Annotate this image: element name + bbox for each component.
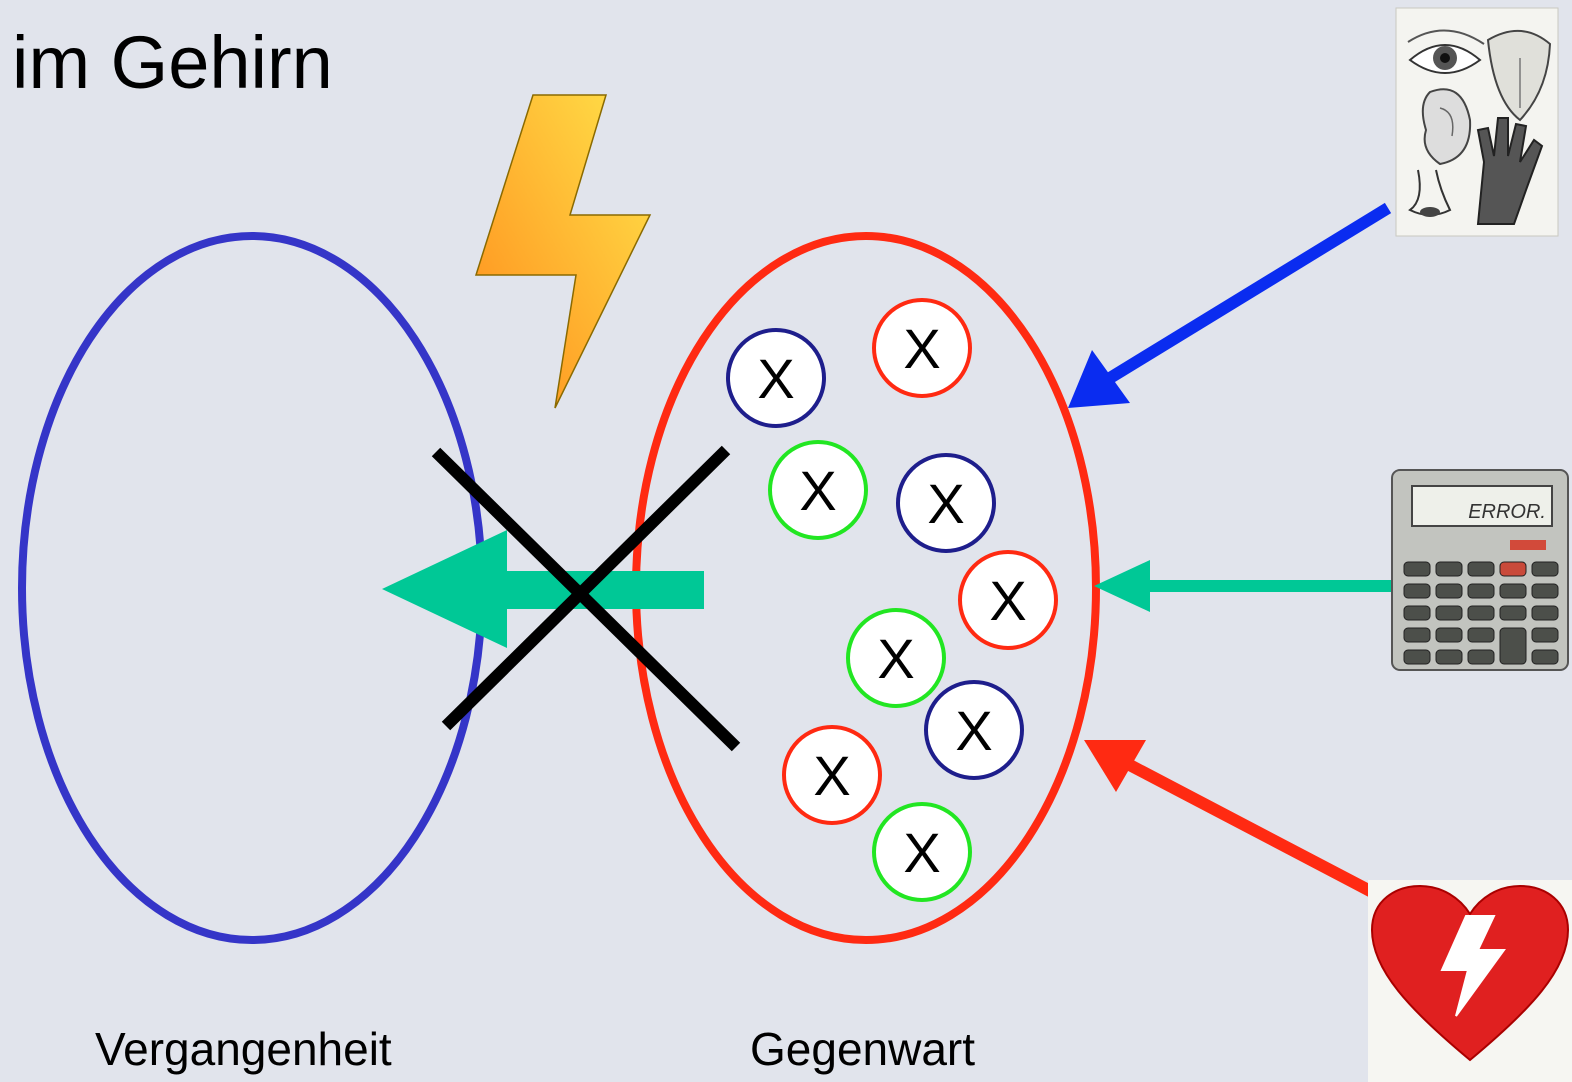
senses-drawing-icon — [1395, 7, 1559, 237]
lightning-bolt-icon — [474, 94, 652, 409]
marker-label: X — [813, 744, 850, 807]
blocked-cross-icon — [431, 445, 741, 752]
marker-circle: X — [896, 453, 996, 553]
senses-arrow — [1068, 202, 1392, 408]
calculator-arrow — [1094, 560, 1400, 612]
marker-circle: X — [846, 608, 946, 708]
marker-circle: X — [726, 328, 826, 428]
marker-circle: X — [958, 550, 1058, 650]
marker-circle: X — [872, 802, 972, 902]
marker-label: X — [903, 317, 940, 380]
calculator-icon: ERROR. — [1391, 469, 1569, 671]
page-title: im Gehirn — [12, 21, 333, 104]
marker-circle: X — [924, 680, 1024, 780]
marker-label: X — [927, 472, 964, 535]
heart-lightning-icon — [1368, 880, 1572, 1082]
calculator-display: ERROR. — [1468, 501, 1546, 523]
heart-arrow — [1084, 740, 1377, 899]
marker-circle: X — [872, 298, 972, 398]
marker-label: X — [799, 459, 836, 522]
marker-list: X X X X X X X X — [726, 298, 1058, 902]
past-label: Vergangenheit — [95, 1023, 392, 1075]
marker-label: X — [955, 699, 992, 762]
present-label: Gegenwart — [750, 1023, 976, 1075]
marker-label: X — [757, 347, 794, 410]
marker-label: X — [989, 569, 1026, 632]
marker-circle: X — [782, 725, 882, 825]
marker-label: X — [877, 627, 914, 690]
marker-label: X — [903, 821, 940, 884]
marker-circle: X — [768, 440, 868, 540]
